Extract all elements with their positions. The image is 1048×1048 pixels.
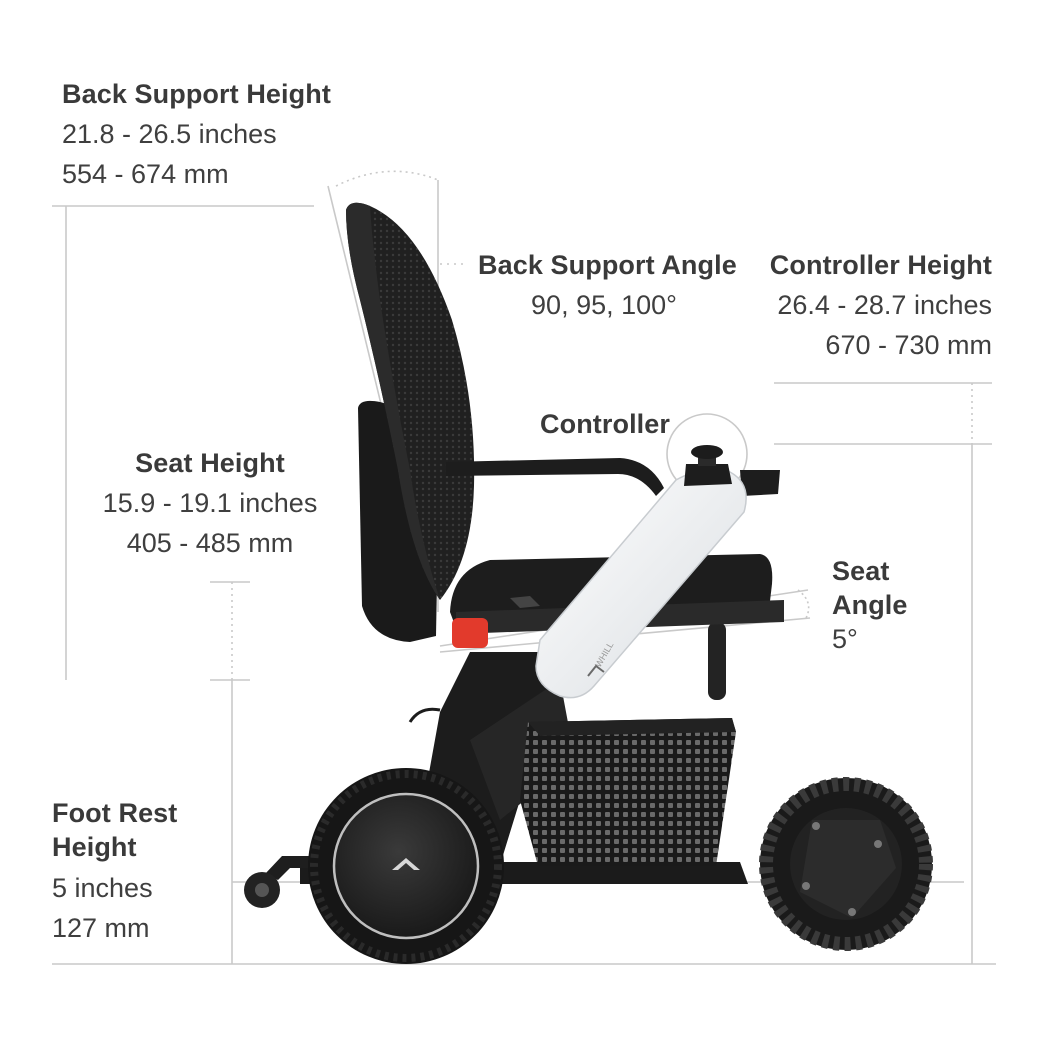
controller-height-mm: 670 - 730 mm	[825, 330, 992, 360]
back-angle-arc	[335, 170, 439, 187]
foot-rest-height-inches: 5 inches	[52, 873, 153, 903]
seat-height-label: Seat Height 15.9 - 19.1 inches 405 - 485…	[96, 443, 324, 563]
seat-height-title: Seat Height	[135, 448, 285, 478]
foot-rest-height-label: Foot Rest Height 5 inches 127 mm	[52, 796, 177, 948]
foot-rest-height-title-2: Height	[52, 832, 137, 862]
back-support-height-label: Back Support Height 21.8 - 26.5 inches 5…	[62, 74, 331, 194]
back-support-angle-values: 90, 95, 100°	[531, 290, 677, 320]
seat-angle-title-1: Seat	[832, 556, 890, 586]
seat-height-inches: 15.9 - 19.1 inches	[102, 488, 318, 518]
seat-angle-label: Seat Angle 5°	[832, 554, 908, 656]
back-support-angle-label: Back Support Angle 90, 95, 100°	[478, 245, 737, 325]
armrest	[446, 458, 664, 496]
seat-height-mm: 405 - 485 mm	[126, 528, 294, 558]
foot-rest-height-title-1: Foot Rest	[52, 798, 178, 828]
joystick-knob	[691, 445, 723, 459]
seat-angle-arc	[797, 589, 810, 619]
basket	[520, 718, 736, 866]
controller-height-title: Controller Height	[769, 250, 992, 280]
controller-height-inches: 26.4 - 28.7 inches	[777, 290, 992, 320]
controller-title: Controller	[540, 409, 671, 439]
seat-angle-title-2: Angle	[832, 590, 908, 620]
back-support-height-mm: 554 - 674 mm	[62, 159, 229, 189]
controller-label: Controller	[540, 404, 670, 444]
back-support-height-inches: 21.8 - 26.5 inches	[62, 119, 277, 149]
wheelchair: WHILL	[244, 202, 933, 964]
foot-rest-height-mm: 127 mm	[52, 913, 150, 943]
controller-height-label: Controller Height 26.4 - 28.7 inches 670…	[762, 245, 992, 365]
seat-angle-value: 5°	[832, 624, 858, 654]
back-support-height-title: Back Support Height	[62, 79, 331, 109]
logo-mark-icon	[392, 858, 420, 870]
back-support-angle-title: Back Support Angle	[478, 250, 737, 280]
reflector	[452, 618, 488, 648]
